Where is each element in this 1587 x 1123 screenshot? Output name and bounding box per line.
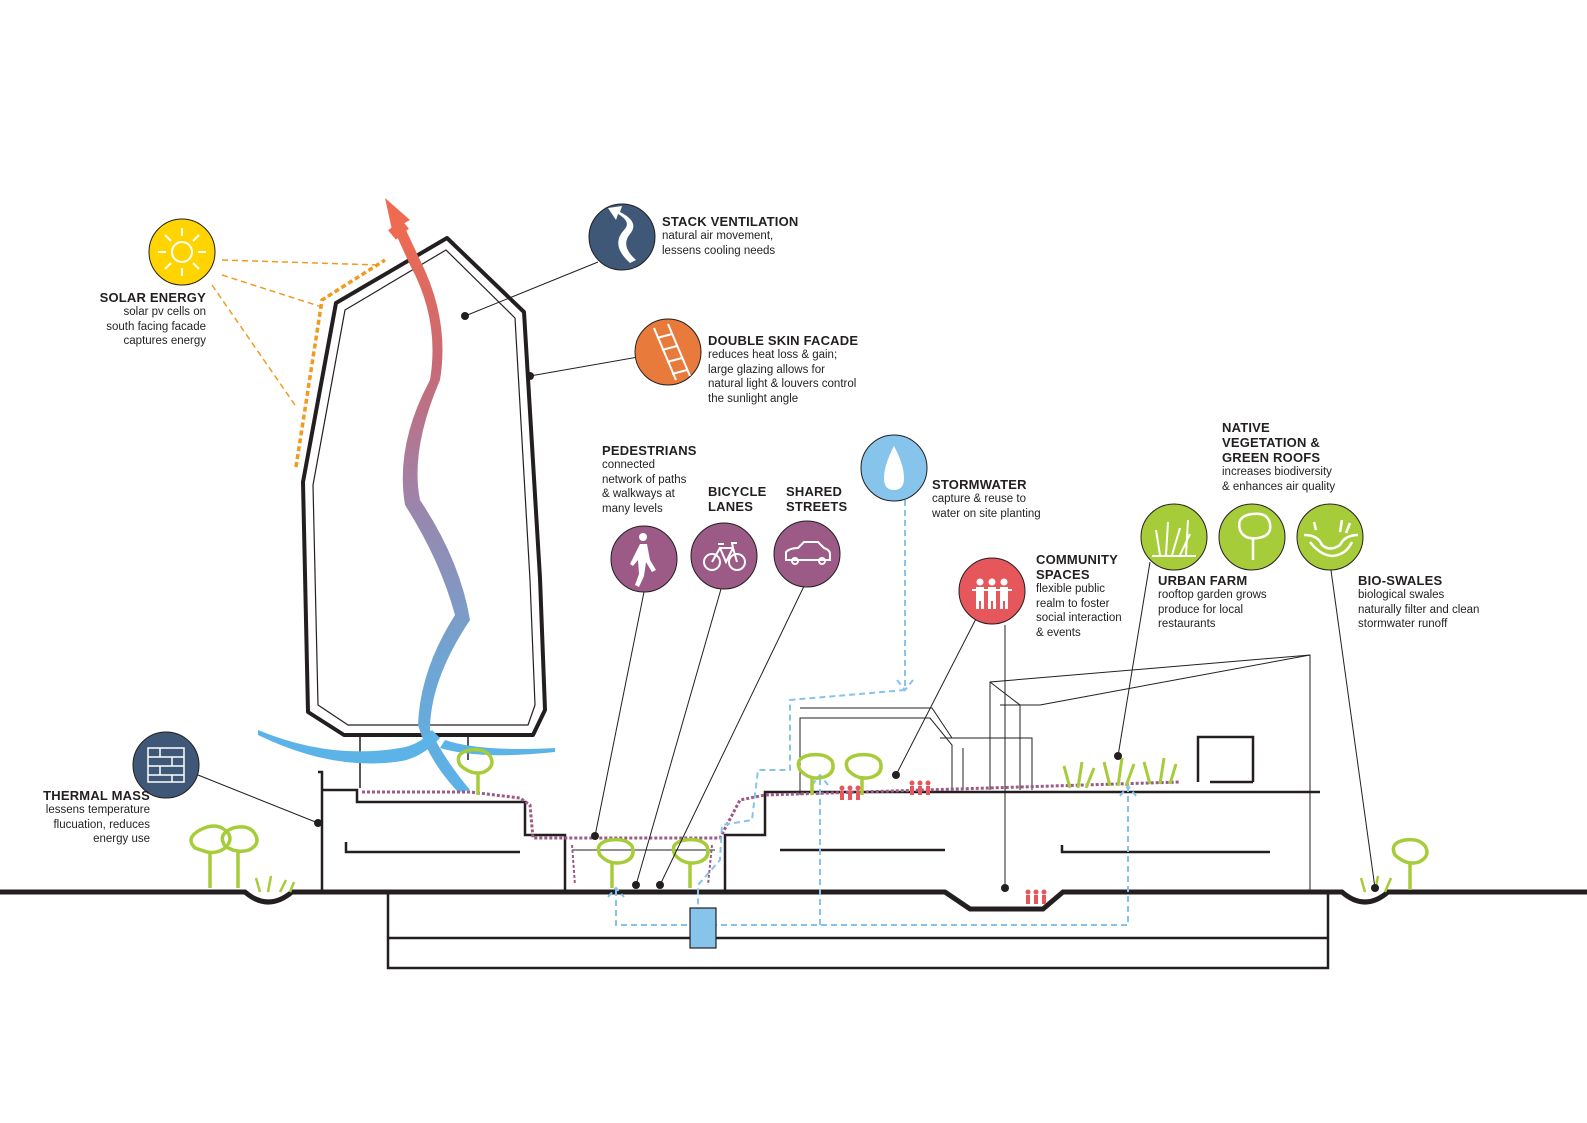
tree-icon xyxy=(189,824,232,888)
urban-farm-desc: rooftop garden grows produce for local r… xyxy=(1158,589,1267,630)
stormwater-flow xyxy=(607,500,1137,926)
shared-streets-label: SHARED STREETS xyxy=(786,484,866,514)
stack-ventilation-title: STACK VENTILATION xyxy=(662,214,799,229)
air-arrow-head xyxy=(385,198,410,230)
stack-ventilation-flow xyxy=(258,198,555,792)
tree-icon xyxy=(671,837,710,888)
native-vegetation-title: NATIVE VEGETATION & GREEN ROOFS xyxy=(1222,420,1321,465)
bio-swales-desc: biological swales naturally filter and c… xyxy=(1358,589,1480,630)
thermal-mass-desc: lessens temperature flucuation, reduces … xyxy=(45,804,150,845)
tree-icon xyxy=(456,747,494,795)
thermal-mass-label: THERMAL MASS lessens temperature flucuat… xyxy=(30,788,150,847)
stack-ventilation-label: STACK VENTILATION natural air movement, … xyxy=(662,214,842,258)
air-ribbon xyxy=(395,228,470,792)
tree-icon xyxy=(220,825,259,888)
leader-lines xyxy=(197,261,1376,889)
pedestrian-path-lower xyxy=(571,844,713,886)
community-spaces-desc: flexible public realm to foster social i… xyxy=(1036,583,1122,639)
urban-farm-label: URBAN FARM rooftop garden grows produce … xyxy=(1158,573,1308,632)
people-icon xyxy=(839,785,861,800)
stormwater-title: STORMWATER xyxy=(932,477,1027,492)
tower-outer-skin xyxy=(301,236,547,737)
solar-energy-title: SOLAR ENERGY xyxy=(99,290,206,305)
pv-cells-line xyxy=(294,258,386,468)
basement-outline xyxy=(386,892,1330,970)
shared-streets-title: SHARED STREETS xyxy=(786,484,848,514)
bicycle-lanes-title: BICYCLE LANES xyxy=(708,484,767,514)
pedestrian-icon xyxy=(610,525,678,593)
brick-icon xyxy=(132,731,200,799)
crop-icon xyxy=(1140,503,1208,571)
ground-and-basement xyxy=(0,889,1587,970)
water-drop-icon xyxy=(860,434,928,502)
community-spaces-label: COMMUNITY SPACES flexible public realm t… xyxy=(1036,552,1146,640)
native-vegetation-desc: increases biodiversity & enhances air qu… xyxy=(1222,466,1336,493)
double-skin-facade-desc: reduces heat loss & gain; large glazing … xyxy=(708,349,857,405)
double-skin-facade-title: DOUBLE SKIN FACADE xyxy=(708,333,859,348)
stormwater-desc: capture & reuse to water on site plantin… xyxy=(932,493,1041,520)
solar-rays xyxy=(211,259,379,406)
solar-energy-label: SOLAR ENERGY solar pv cells on south fac… xyxy=(60,290,206,349)
pedestrians-desc: connected network of paths & walkways at… xyxy=(602,459,687,515)
bicycle-lanes-label: BICYCLE LANES xyxy=(708,484,788,514)
people-icon xyxy=(909,780,931,795)
car-icon xyxy=(773,520,841,588)
leader-dots xyxy=(314,312,1379,892)
roof-frames xyxy=(799,654,1311,890)
bicycle-icon xyxy=(690,522,758,590)
bio-swales-label: BIO-SWALES biological swales naturally f… xyxy=(1358,573,1528,632)
tree-icon xyxy=(844,752,883,795)
tower-inner-skin xyxy=(312,249,536,726)
tree-icon xyxy=(796,752,835,795)
louver-icon xyxy=(634,318,702,386)
community-spaces-title: COMMUNITY SPACES xyxy=(1036,552,1118,582)
people-icon xyxy=(1025,889,1047,904)
grass-icon xyxy=(254,875,1393,893)
pedestrian-path xyxy=(362,780,1181,840)
thermal-mass-title: THERMAL MASS xyxy=(43,788,150,803)
sun-icon xyxy=(148,218,216,286)
intake-air-right xyxy=(440,740,555,756)
urban-farm-title: URBAN FARM xyxy=(1158,573,1248,588)
podium-left xyxy=(318,735,1320,890)
double-skin-facade-label: DOUBLE SKIN FACADE reduces heat loss & g… xyxy=(708,333,898,406)
native-vegetation-label: NATIVE VEGETATION & GREEN ROOFS increase… xyxy=(1222,420,1372,494)
stormwater-label: STORMWATER capture & reuse to water on s… xyxy=(932,477,1082,521)
tree-icon xyxy=(596,837,635,888)
people-icon xyxy=(958,557,1026,625)
tree-icon xyxy=(1391,837,1429,890)
intake-air-left xyxy=(258,730,440,764)
tree-icon xyxy=(1218,503,1286,571)
cistern xyxy=(689,907,717,949)
ground-line xyxy=(0,889,1587,912)
stack-ventilation-desc: natural air movement, lessens cooling ne… xyxy=(662,230,776,257)
bio-swales-title: BIO-SWALES xyxy=(1358,573,1443,588)
swale-icon xyxy=(1296,503,1364,571)
trees xyxy=(189,747,1429,893)
solar-energy-desc: solar pv cells on south facing facade ca… xyxy=(106,306,206,347)
pedestrians-title: PEDESTRIANS xyxy=(602,443,697,458)
pedestrians-label: PEDESTRIANS connected network of paths &… xyxy=(602,443,712,516)
people-groups xyxy=(839,780,1047,904)
airflow-icon xyxy=(588,203,656,271)
grass-icon xyxy=(1062,757,1178,789)
